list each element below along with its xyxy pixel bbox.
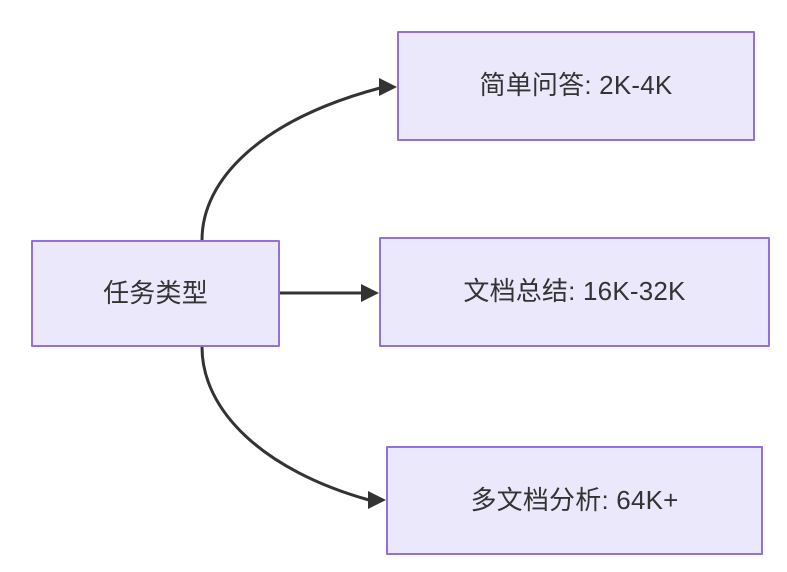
node-simple-qa[interactable]: 简单问答: 2K-4K: [397, 31, 755, 141]
edge-root-to-simple-qa: [200, 86, 381, 241]
arrowhead-multi-doc: [368, 491, 386, 509]
node-multi-doc[interactable]: 多文档分析: 64K+: [386, 446, 763, 555]
node-doc-summary-label: 文档总结: 16K-32K: [463, 276, 686, 307]
node-root-label: 任务类型: [103, 277, 208, 308]
node-doc-summary[interactable]: 文档总结: 16K-32K: [379, 237, 770, 347]
arrowhead-simple-qa: [379, 78, 397, 96]
node-task-type-root[interactable]: 任务类型: [31, 240, 280, 347]
arrowhead-doc-summary: [361, 284, 379, 302]
node-multi-doc-label: 多文档分析: 64K+: [470, 484, 679, 515]
edge-root-to-multi-doc: [200, 346, 370, 502]
node-simple-qa-label: 简单问答: 2K-4K: [479, 70, 673, 101]
